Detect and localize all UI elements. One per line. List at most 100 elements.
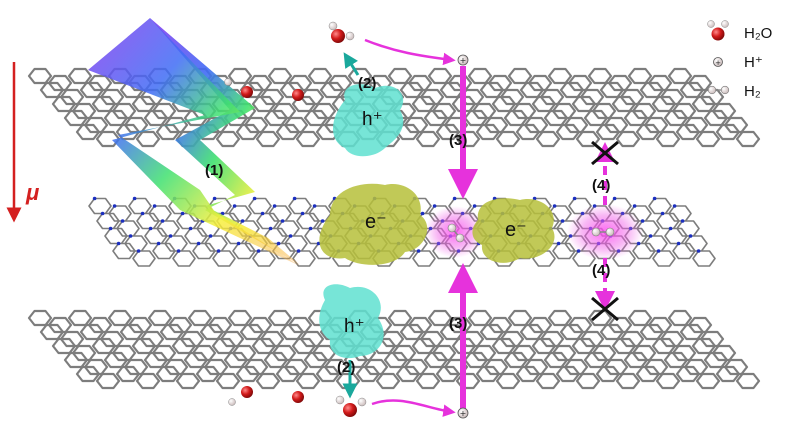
- hydrogen-molecule-icon: [707, 85, 730, 95]
- nitrogen-atom: [152, 204, 157, 208]
- nitrogen-atom: [168, 234, 173, 238]
- light-beam: [150, 18, 300, 265]
- nitrogen-atom: [300, 211, 305, 216]
- nitrogen-atom: [188, 226, 193, 231]
- nitrogen-atom: [296, 249, 301, 253]
- nitrogen-atom: [276, 241, 281, 246]
- nitrogen-atom: [196, 241, 201, 246]
- legend-hydrogen-text: H₂: [744, 83, 761, 100]
- nitrogen-atom: [272, 204, 277, 208]
- nitrogen-atom: [160, 219, 165, 223]
- nitrogen-atom: [560, 219, 565, 223]
- step-3-label-top: (3): [449, 132, 467, 149]
- nitrogen-atom: [572, 196, 577, 201]
- nitrogen-atom: [672, 204, 677, 208]
- nitrogen-atom: [676, 241, 681, 246]
- nitrogen-atom: [256, 249, 261, 253]
- nitrogen-atom: [252, 196, 257, 201]
- nitrogen-atom: [268, 226, 273, 231]
- nitrogen-atom: [148, 226, 153, 231]
- svg-text:+: +: [460, 56, 467, 65]
- nitrogen-atom: [216, 249, 221, 253]
- water-molecule-icon: [707, 20, 729, 41]
- graphene-layer-bottom: [27, 309, 761, 390]
- proton-top-icon: +: [457, 54, 469, 66]
- nitrogen-atom: [112, 204, 117, 208]
- nitrogen-atom: [660, 211, 665, 216]
- nitrogen-atom: [232, 204, 237, 208]
- nitrogen-atom: [656, 249, 661, 253]
- nitrogen-atom: [552, 204, 557, 208]
- nitrogen-atom: [260, 211, 265, 216]
- water-to-proton-arrow-top: [364, 38, 456, 66]
- hole-cloud-top: [332, 84, 404, 157]
- nitrogen-atom: [240, 219, 245, 223]
- nitrogen-atom: [140, 211, 145, 216]
- nitrogen-atom: [92, 196, 97, 201]
- nitrogen-atom: [220, 211, 225, 216]
- nitrogen-atom: [176, 249, 181, 253]
- water-to-proton-arrow-bottom: [371, 399, 456, 417]
- proton-icon: +: [713, 57, 723, 67]
- nitrogen-atom: [128, 234, 133, 238]
- svg-text:+: +: [460, 409, 467, 418]
- nitrogen-atom: [136, 249, 141, 253]
- nitrogen-atom: [648, 234, 653, 238]
- electron-cloud-right: [472, 198, 555, 263]
- nitrogen-atom: [668, 226, 673, 231]
- nitrogen-atom: [280, 219, 285, 223]
- nitrogen-atom: [288, 234, 293, 238]
- oxygen-groups-top: [224, 78, 304, 101]
- nitrogen-atom: [120, 219, 125, 223]
- light-beam-body: [88, 18, 300, 266]
- oxygen-groups-bottom: [228, 386, 304, 406]
- step-1-label: (1): [205, 162, 223, 179]
- nitrogen-atom: [640, 219, 645, 223]
- nitrogen-atom: [116, 241, 121, 246]
- nitrogen-atom: [420, 211, 425, 216]
- electron-label-right: e⁻: [505, 219, 527, 241]
- block-cross-top-icon: [591, 140, 619, 166]
- nitrogen-atom: [132, 196, 137, 201]
- nitrogen-atom: [612, 196, 617, 201]
- legend-proton-text: H⁺: [744, 54, 763, 71]
- nitrogen-atom: [696, 249, 701, 253]
- electron-label-left: e⁻: [365, 211, 387, 233]
- nitrogen-atom: [452, 196, 457, 201]
- hole-to-water-arrow-top: [343, 52, 360, 76]
- proton-bottom-icon: +: [457, 407, 469, 419]
- step-2-label-bottom: (2): [337, 359, 355, 376]
- nitrogen-atom: [680, 219, 685, 223]
- nitrogen-atom: [320, 219, 325, 223]
- nitrogen-atom: [432, 204, 437, 208]
- nitrogen-atom: [292, 196, 297, 201]
- hole-label-top: h⁺: [362, 109, 383, 130]
- water-molecule-bottom: [335, 395, 367, 417]
- axis-symbol: μ: [25, 180, 39, 205]
- legend: H₂O + H⁺ H₂: [707, 20, 772, 100]
- electron-cloud-left: [319, 183, 428, 265]
- lattice-bonds: [27, 309, 761, 390]
- nitrogen-atom: [532, 196, 537, 201]
- nitrogen-atom: [556, 241, 561, 246]
- water-molecule-top: [328, 21, 355, 43]
- step-4-label-top: (4): [592, 177, 610, 194]
- nitrogen-atom: [472, 204, 477, 208]
- nitrogen-atom: [632, 204, 637, 208]
- nitrogen-atom: [688, 234, 693, 238]
- nitrogen-atom: [236, 241, 241, 246]
- hydrogen-molecule-right: [591, 227, 615, 237]
- nitrogen-atom: [416, 249, 421, 253]
- nitrogen-atom: [100, 211, 105, 216]
- step-3-label-bottom: (3): [449, 315, 467, 332]
- nitrogen-atom: [208, 234, 213, 238]
- hole-cloud-bottom: [319, 284, 384, 359]
- nitrogen-atom: [652, 196, 657, 201]
- nitrogen-atom: [312, 204, 317, 208]
- nitrogen-atom: [180, 211, 185, 216]
- step-2-label-top: (2): [358, 75, 376, 92]
- nitrogen-atom: [156, 241, 161, 246]
- svg-text:+: +: [715, 59, 721, 67]
